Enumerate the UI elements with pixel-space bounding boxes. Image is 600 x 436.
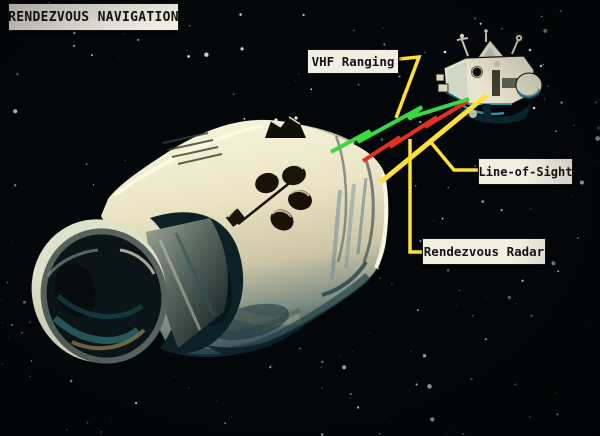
csm-top-thrusters bbox=[265, 116, 306, 138]
line-of-sight-label: Line-of-Sight bbox=[478, 158, 573, 185]
poster-title: RENDEZVOUS NAVIGATION bbox=[8, 3, 179, 31]
csm-spacecraft bbox=[31, 116, 389, 364]
vhf-ranging-label: VHF Ranging bbox=[307, 49, 399, 74]
los-leader-line bbox=[427, 138, 479, 172]
lm-side-bulge bbox=[515, 72, 543, 99]
rendezvous-radar-label: Rendezvous Radar bbox=[422, 238, 546, 265]
